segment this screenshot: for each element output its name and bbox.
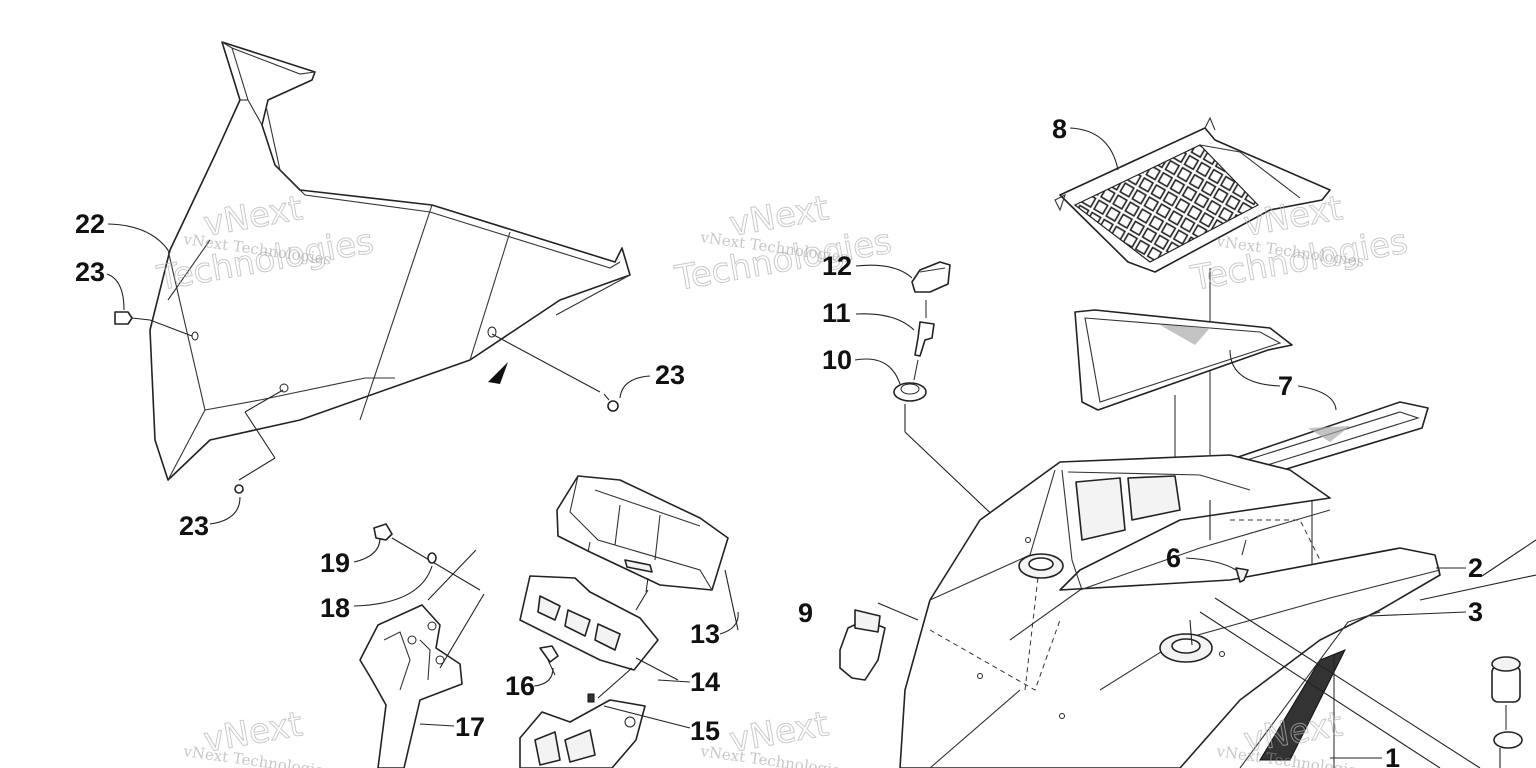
cap-right bbox=[1419, 539, 1536, 768]
screw-23-left bbox=[114, 311, 193, 337]
callout-19: 19 bbox=[320, 548, 350, 578]
washer-18 bbox=[427, 552, 437, 564]
tray-7-upper bbox=[1074, 309, 1293, 490]
watermarks: vNext Technologies vNext Technologies vN… bbox=[153, 188, 1411, 768]
callout-9: 9 bbox=[798, 598, 813, 628]
storage-net-part bbox=[1054, 116, 1331, 455]
callout-6: 6 bbox=[1166, 543, 1181, 573]
bolt-16 bbox=[539, 645, 559, 676]
callout-16: 16 bbox=[505, 671, 535, 701]
callout-13: 13 bbox=[690, 619, 720, 649]
arrow-marker bbox=[488, 362, 508, 384]
pedestal-17 bbox=[359, 549, 485, 768]
nut-23-bottom bbox=[234, 389, 284, 494]
switch-9 bbox=[839, 602, 919, 681]
windshield-part bbox=[149, 41, 631, 481]
callout-17: 17 bbox=[455, 712, 485, 742]
callout-12: 12 bbox=[822, 251, 852, 281]
callout-8: 8 bbox=[1052, 114, 1067, 144]
callout-2: 2 bbox=[1468, 553, 1483, 583]
callout-14: 14 bbox=[690, 667, 720, 697]
bracket-17-lower bbox=[519, 699, 646, 768]
rivet-19 bbox=[373, 523, 481, 591]
callout-23: 23 bbox=[655, 360, 685, 390]
callout-1: 1 bbox=[1385, 743, 1400, 768]
callout-10: 10 bbox=[822, 345, 852, 375]
screw-23-right bbox=[491, 333, 619, 412]
leader-lines bbox=[106, 127, 1467, 759]
pin-15 bbox=[587, 667, 633, 703]
callout-11: 11 bbox=[822, 298, 851, 328]
callout-labels: 22 23 23 23 8 12 11 10 7 6 2 3 9 1 19 18… bbox=[75, 114, 1483, 768]
bracket-14 bbox=[519, 575, 679, 681]
callout-23: 23 bbox=[179, 511, 209, 541]
key-cap-12 bbox=[911, 261, 951, 318]
gauge-13 bbox=[556, 475, 739, 631]
callout-7: 7 bbox=[1278, 371, 1293, 401]
callout-22: 22 bbox=[75, 209, 105, 239]
callout-23: 23 bbox=[75, 257, 105, 287]
hood-console-part bbox=[899, 454, 1481, 768]
callout-3: 3 bbox=[1468, 597, 1483, 627]
fastener-6 bbox=[1209, 500, 1249, 583]
callout-18: 18 bbox=[320, 593, 350, 623]
callout-15: 15 bbox=[690, 716, 720, 746]
key-11 bbox=[913, 321, 935, 381]
